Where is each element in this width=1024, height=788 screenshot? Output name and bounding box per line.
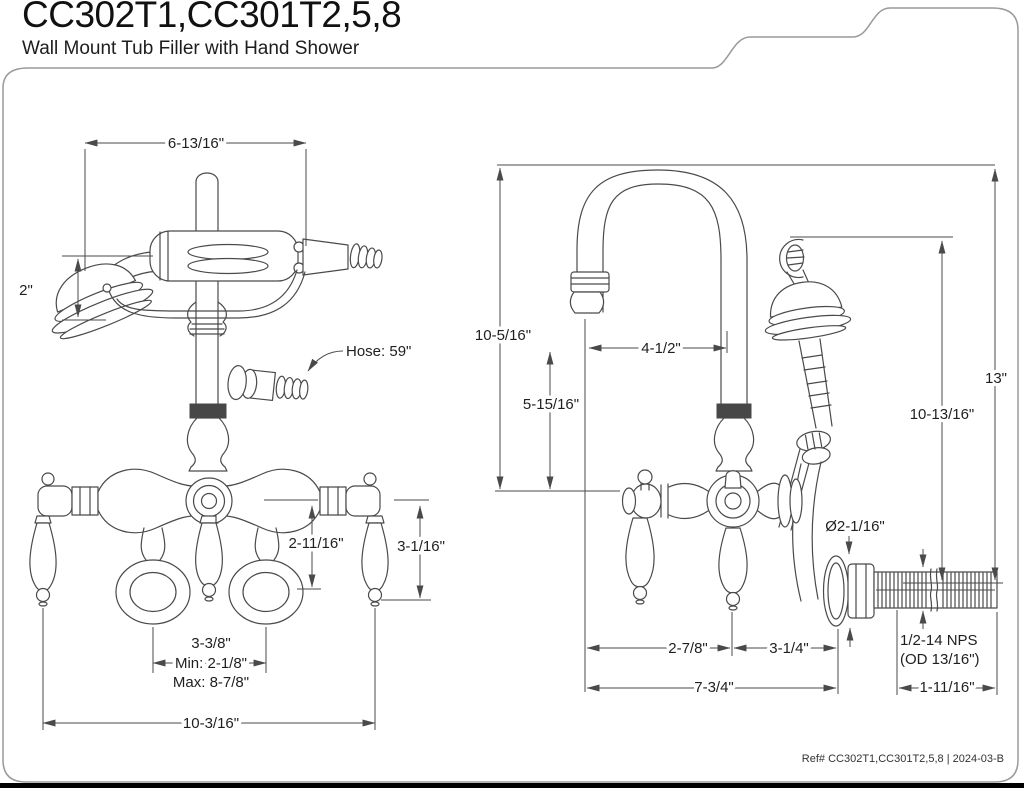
dim-head-to-hose: 6-13/16" xyxy=(84,132,307,271)
riser-pipe xyxy=(195,172,219,431)
side-view-dimensions: 10-5/16" 5-15/16" 4-1/2" 13" 10-13/16" Ø… xyxy=(471,167,1011,700)
dim-spout-drop: 5-15/16" xyxy=(519,351,583,490)
dim-flange-diameter-label: Ø2-1/16" xyxy=(825,518,885,535)
spout-outlet xyxy=(569,291,605,314)
thread-spec-line2-label: (OD 13/16") xyxy=(900,651,980,668)
dim-head-to-hose-label: 6-13/16" xyxy=(168,135,224,152)
dim-spout-to-handle: 2-7/8" xyxy=(586,612,733,661)
dim-body-to-spout: 2-11/16" xyxy=(264,499,347,590)
lever-handle-right xyxy=(361,522,389,592)
dim-spout-top-height: 10-5/16" xyxy=(471,167,620,492)
dim-shower-hook-height: 10-13/16" xyxy=(790,236,1003,584)
hose-connector-cone xyxy=(302,238,349,276)
dim-union-min-label: Min: 2-1/8" xyxy=(175,655,247,672)
side-view-drawing xyxy=(497,164,998,627)
dim-head-height-label: 2" xyxy=(19,282,33,299)
dim-overall-width: 10-3/16" xyxy=(42,608,376,736)
hose-length-label: Hose: 59" xyxy=(346,343,411,360)
dim-handle-to-wall-label: 3-1/4" xyxy=(769,640,809,657)
dim-union-default-label: 3-3/8" xyxy=(191,635,231,652)
dim-nipple-length-label: 1-11/16" xyxy=(919,679,974,696)
lever-front-side xyxy=(625,517,655,588)
dim-body-to-handle-label: 3-1/16" xyxy=(397,538,445,555)
dim-handle-to-wall: 3-1/4" xyxy=(733,629,839,694)
riser-vase xyxy=(186,417,230,472)
dim-wall-to-spout-total: 7-3/4" xyxy=(586,676,837,700)
shower-grip-side xyxy=(798,338,833,429)
dim-overall-height-label: 13" xyxy=(985,370,1007,387)
dim-overall-height: 13" xyxy=(981,168,1011,581)
gooseneck-spout xyxy=(576,169,748,405)
lever-rear-side xyxy=(718,527,748,594)
reference-number: Ref# CC302T1,CC301T2,5,8 | 2024-03-B xyxy=(801,753,1004,765)
sheet-border xyxy=(2,7,1019,783)
dim-wall-to-spout-total-label: 7-3/4" xyxy=(694,679,734,696)
front-view-drawing xyxy=(29,172,389,625)
dim-flange-diameter: Ø2-1/16" xyxy=(822,515,888,647)
dim-spout-top-height-label: 10-5/16" xyxy=(475,327,531,344)
dim-spout-reach-label: 4-1/2" xyxy=(641,340,681,357)
shower-head-front xyxy=(51,263,154,340)
knurled-nut xyxy=(189,403,227,419)
page-title: CC302T1,CC301T2,5,8 xyxy=(22,0,402,35)
dim-spout-to-handle-label: 2-7/8" xyxy=(668,640,708,657)
dim-body-to-handle: 3-1/16" xyxy=(381,499,448,601)
cradle-hook xyxy=(779,238,804,279)
shower-head-side xyxy=(764,281,852,341)
dim-union-spread: 3-3/8" Min: 2-1/8" Max: 8-7/8" xyxy=(152,627,267,695)
lever-handle-center xyxy=(195,522,223,587)
dim-nipple-length: 1-11/16" xyxy=(896,610,998,700)
dim-body-to-spout-label: 2-11/16" xyxy=(288,535,343,552)
thread-spec-callout: 1/2-14 NPS (OD 13/16") xyxy=(897,549,983,672)
riser-vase-side xyxy=(713,417,755,472)
cradle-bracket xyxy=(108,269,306,319)
lever-handle-left xyxy=(29,522,57,592)
dim-union-max-label: Max: 8-7/8" xyxy=(173,674,249,691)
dim-head-height: 2" xyxy=(16,255,153,321)
hose-side xyxy=(792,461,822,602)
hand-shower-side xyxy=(764,238,852,602)
dim-shower-hook-height-label: 10-13/16" xyxy=(910,406,975,423)
bottom-bar xyxy=(0,783,1024,788)
front-view-dimensions: 6-13/16" 2" Hose: 59" 2-11/16" 3-1/16" 3… xyxy=(16,132,449,736)
spout-tip-collar xyxy=(570,271,610,293)
hose-stub xyxy=(349,243,383,269)
page-subtitle: Wall Mount Tub Filler with Hand Shower xyxy=(22,38,360,59)
locknut xyxy=(847,563,875,619)
riser-collar xyxy=(186,301,228,337)
thread-spec-line1-label: 1/2-14 NPS xyxy=(900,632,978,649)
dim-spout-reach: 4-1/2" xyxy=(588,331,728,361)
hose-length-callout: Hose: 59" xyxy=(307,340,415,372)
dim-spout-drop-label: 5-15/16" xyxy=(523,396,579,413)
wall-flange-assembly xyxy=(822,555,998,627)
hose-tee xyxy=(227,365,309,401)
dim-overall-width-label: 10-3/16" xyxy=(183,715,239,732)
